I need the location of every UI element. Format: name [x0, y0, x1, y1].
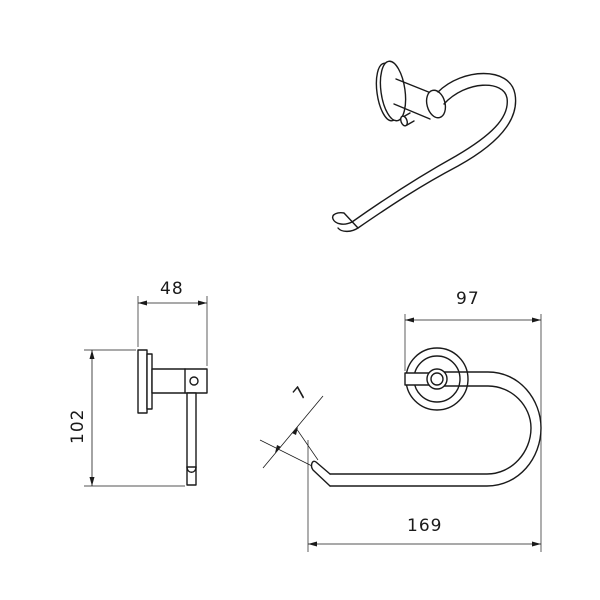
- iso-curved-rod-inner: [351, 84, 508, 223]
- dim-97-arrow-left: [405, 317, 414, 323]
- dim-48-label: 48: [160, 279, 184, 299]
- dim-169-label: 169: [407, 516, 442, 536]
- iso-curved-rod-outer: [357, 72, 517, 229]
- side-vertical-rod: [186, 392, 197, 486]
- dim-169-arrow-left: [308, 541, 317, 547]
- dim-97-arrow-right: [532, 317, 541, 323]
- isometric-view: [331, 60, 517, 233]
- iso-rod-end: [331, 212, 359, 233]
- front-rod-outer: [329, 371, 542, 487]
- dim-7-ext-b: [295, 427, 319, 461]
- dim-7-arrow-a: [275, 445, 281, 453]
- iso-wall-plate-face: [379, 60, 407, 122]
- iso-standoff: [393, 78, 432, 120]
- dim-48-arrow-left: [138, 300, 147, 306]
- dim-102-label: 102: [68, 409, 88, 444]
- dim-48-arrow-right: [198, 300, 207, 306]
- front-hub-outer: [426, 368, 448, 390]
- front-rod-inner: [329, 385, 532, 475]
- dim-7-label: 7: [290, 382, 313, 404]
- side-wall-plate: [137, 349, 148, 414]
- dim-7-arrow-b: [292, 427, 298, 435]
- front-view: 97 169 7: [259, 289, 542, 552]
- side-view: 48 102: [68, 279, 208, 487]
- side-rod-end-cap: [186, 466, 197, 473]
- side-standoff-arm: [151, 368, 208, 394]
- side-screw-hole: [189, 376, 199, 386]
- iso-joint-knuckle: [425, 89, 447, 119]
- side-wall-plate-step: [146, 353, 153, 410]
- front-hub-inner: [430, 372, 444, 386]
- dim-7-ext-a: [259, 439, 313, 467]
- dim-169-arrow-right: [532, 541, 541, 547]
- dim-102-arrow-top: [89, 350, 95, 359]
- dim-97-label: 97: [456, 289, 480, 309]
- front-rod-end: [310, 460, 331, 487]
- dim-102-arrow-bottom: [89, 477, 95, 486]
- iso-stub-end: [400, 115, 408, 127]
